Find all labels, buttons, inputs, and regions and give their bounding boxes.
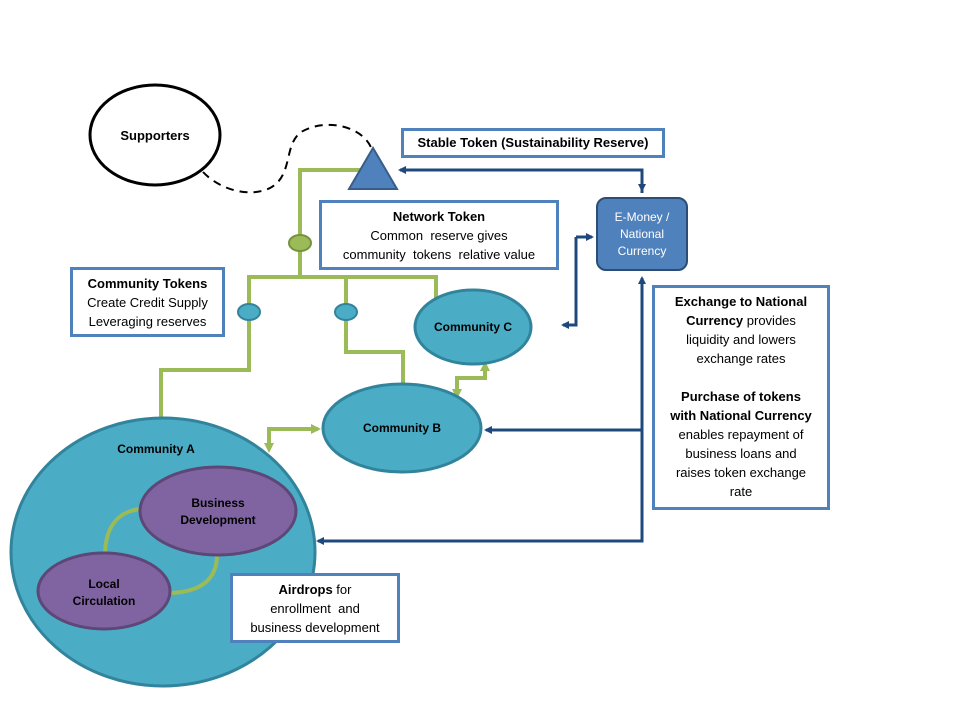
community-c-label: Community C [434,320,512,334]
local-circulation-label-1: Local [88,577,119,591]
network-reserve-node [288,234,312,252]
community-a-node [9,416,317,688]
airdrops-box: Airdrops for enrollment and business dev… [230,573,400,643]
exchange-info-box: Exchange to National Currency provides l… [652,285,830,510]
emoney-label-1: E-Money / [614,209,670,224]
community-b-label: Community B [363,421,441,435]
network-token-line-1: Common reserve gives [370,228,508,243]
stable-token-triangle [347,146,399,190]
supporters-node [88,83,222,187]
purchase-title-2: with National Currency [670,408,812,423]
community-a-label: Community A [117,442,195,456]
business-development-node [138,465,298,557]
emoney-label-2: National [619,226,665,241]
business-to-local-link [169,554,219,595]
community-b-node [321,382,483,474]
purchase-line-3: raises token exchange [675,465,807,480]
exchange-provides: provides [743,313,796,328]
community-tokens-title: Community Tokens [87,276,208,291]
green-reserve-tree [159,168,438,418]
purchase-title-1: Purchase of tokens [681,389,801,404]
airdrops-line-1: enrollment and [270,601,360,616]
purchase-line-4: rate [729,484,753,499]
exchange-spacer [655,368,827,387]
community-a-b-link [264,424,321,453]
community-token-node-a [237,303,261,321]
emoney-label-3: Currency [617,243,667,258]
local-circulation-node [36,551,172,631]
airdrops-for: for [332,582,352,597]
local-circulation-label-2: Circulation [73,594,136,608]
community-tokens-box: Community Tokens Create Credit Supply Le… [70,267,225,337]
business-development-label-1: Business [191,496,245,510]
airdrops-title: Airdrops [278,582,333,597]
community-tokens-line-2: Leveraging reserves [88,314,207,329]
network-token-line-2: community tokens relative value [342,247,536,262]
stable-token-title: Stable Token (Sustainability Reserve) [417,135,649,150]
community-b-c-link [452,361,490,399]
emoney-national-currency-node: E-Money / National Currency [596,197,688,271]
airdrops-line-2: business development [250,620,380,635]
network-token-title: Network Token [392,209,486,224]
purchase-line-2: business loans and [685,446,797,461]
community-token-node-b [334,303,358,321]
local-to-business-link [103,507,141,557]
community-c-node [413,288,533,366]
stable-token-box: Stable Token (Sustainability Reserve) [401,128,665,158]
community-tokens-line-1: Create Credit Supply [87,295,208,310]
exchange-title-2: Currency [686,313,744,328]
business-development-label-2: Development [180,513,255,527]
supporters-label: Supporters [120,128,189,143]
exchange-line-1: liquidity and lowers [686,332,796,347]
exchange-title-2-row: Currency provides [655,311,827,330]
purchase-line-1: enables repayment of [678,427,804,442]
airdrops-title-row: Airdrops for [233,580,397,599]
exchange-line-2: exchange rates [696,351,786,366]
network-token-box: Network Token Common reserve gives commu… [319,200,559,270]
blue-currency-links [316,166,646,545]
exchange-title-1: Exchange to National [674,294,808,309]
supporters-dashed-connector [202,123,373,194]
